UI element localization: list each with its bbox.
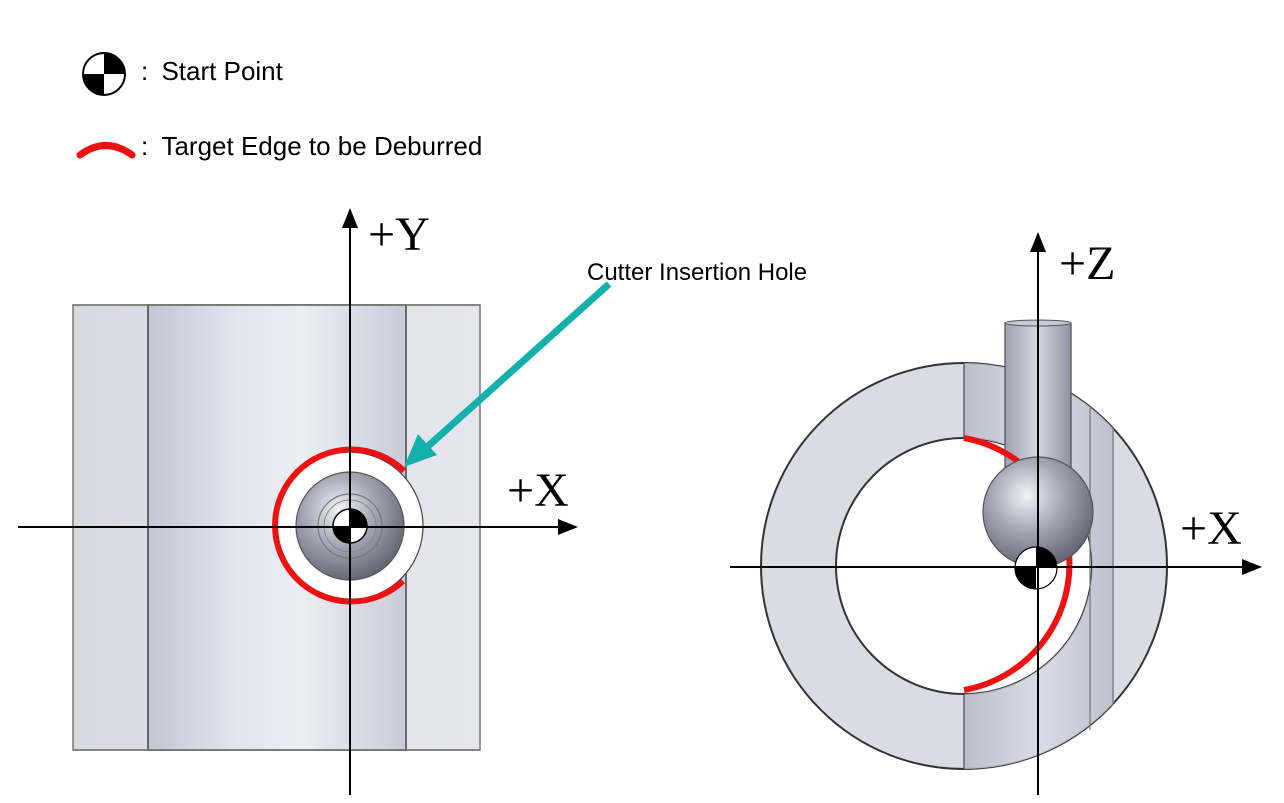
legend-target-edge-label: : Target Edge to be Deburred xyxy=(141,131,482,162)
left-target-edge-arc xyxy=(272,446,407,605)
left-axis-x-label: +X xyxy=(507,464,569,517)
right-axes xyxy=(730,232,1262,795)
legend-target-edge-separator: : xyxy=(141,131,149,161)
right-axis-x-label: +X xyxy=(1180,502,1242,555)
legend-start-point-text: Start Point xyxy=(161,56,283,86)
callout-label: Cutter Insertion Hole xyxy=(587,259,808,286)
right-target-edge-arc xyxy=(963,435,1073,693)
legend-start-point-label: : Start Point xyxy=(141,56,283,87)
left-axes xyxy=(18,208,578,795)
legend-target-edge-text: Target Edge to be Deburred xyxy=(161,131,483,161)
callout-arrow xyxy=(404,281,612,467)
right-axis-z-label: +Z xyxy=(1059,237,1116,290)
left-axis-y-label: +Y xyxy=(368,208,430,261)
legend-start-point-separator: : xyxy=(141,56,149,86)
start-point-marker-icon xyxy=(82,52,126,96)
red-arc-icon xyxy=(76,142,136,159)
